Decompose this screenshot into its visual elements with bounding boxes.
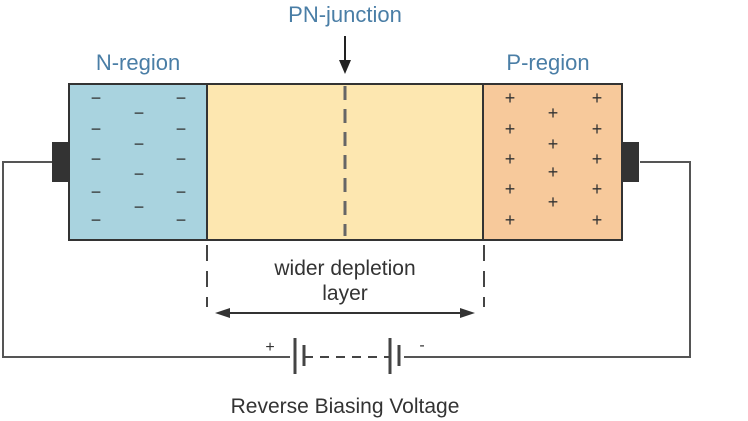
n-charge-sign: − xyxy=(91,119,102,139)
arrow-head-left xyxy=(215,308,230,318)
battery-plus-label: + xyxy=(265,339,274,356)
battery-symbol xyxy=(293,338,401,374)
n-charge-sign: − xyxy=(91,210,102,230)
p-charge-sign: + xyxy=(548,103,559,123)
p-charge-sign: + xyxy=(592,210,603,230)
n-charge-sign: − xyxy=(91,88,102,108)
p-charge-sign: + xyxy=(592,88,603,108)
n-charge-sign: − xyxy=(134,164,145,184)
n-charge-sign: − xyxy=(91,149,102,169)
p-charge-sign: + xyxy=(505,210,516,230)
p-charge-sign: + xyxy=(592,179,603,199)
junction-arrow-head xyxy=(339,60,351,74)
n-charge-sign: − xyxy=(176,149,187,169)
p-charge-sign: + xyxy=(505,149,516,169)
depletion-label-line1: wider depletion xyxy=(273,257,415,280)
p-charge-sign: + xyxy=(548,192,559,212)
p-charge-sign: + xyxy=(592,119,603,139)
right-wire xyxy=(404,161,691,358)
n-charge-sign: − xyxy=(176,119,187,139)
right-terminal xyxy=(622,142,639,182)
p-region-label: P-region xyxy=(506,50,589,75)
p-charge-sign: + xyxy=(505,179,516,199)
n-charge-sign: − xyxy=(91,182,102,202)
p-charge-sign: + xyxy=(592,149,603,169)
n-charge-sign: − xyxy=(134,197,145,217)
n-charge-sign: − xyxy=(134,134,145,154)
caption: Reverse Biasing Voltage xyxy=(231,395,460,418)
charge-signs: − − − − − − − − − − − − − − + + + + + + + + + + + + + + xyxy=(91,88,603,230)
p-region xyxy=(482,83,623,241)
arrow-head-right xyxy=(460,308,475,318)
battery-minus-label: - xyxy=(419,337,424,354)
p-charge-sign: + xyxy=(548,134,559,154)
n-charge-sign: − xyxy=(176,182,187,202)
n-region-label: N-region xyxy=(96,50,180,75)
left-wire xyxy=(2,161,290,358)
n-charge-sign: − xyxy=(134,103,145,123)
p-charge-sign: + xyxy=(505,119,516,139)
depletion-label-line2: layer xyxy=(322,282,368,305)
n-charge-sign: − xyxy=(176,210,187,230)
p-charge-sign: + xyxy=(505,88,516,108)
p-charge-sign: + xyxy=(548,162,559,182)
pn-junction-label: PN-junction xyxy=(288,2,402,27)
left-terminal xyxy=(52,142,69,182)
n-charge-sign: − xyxy=(176,88,187,108)
